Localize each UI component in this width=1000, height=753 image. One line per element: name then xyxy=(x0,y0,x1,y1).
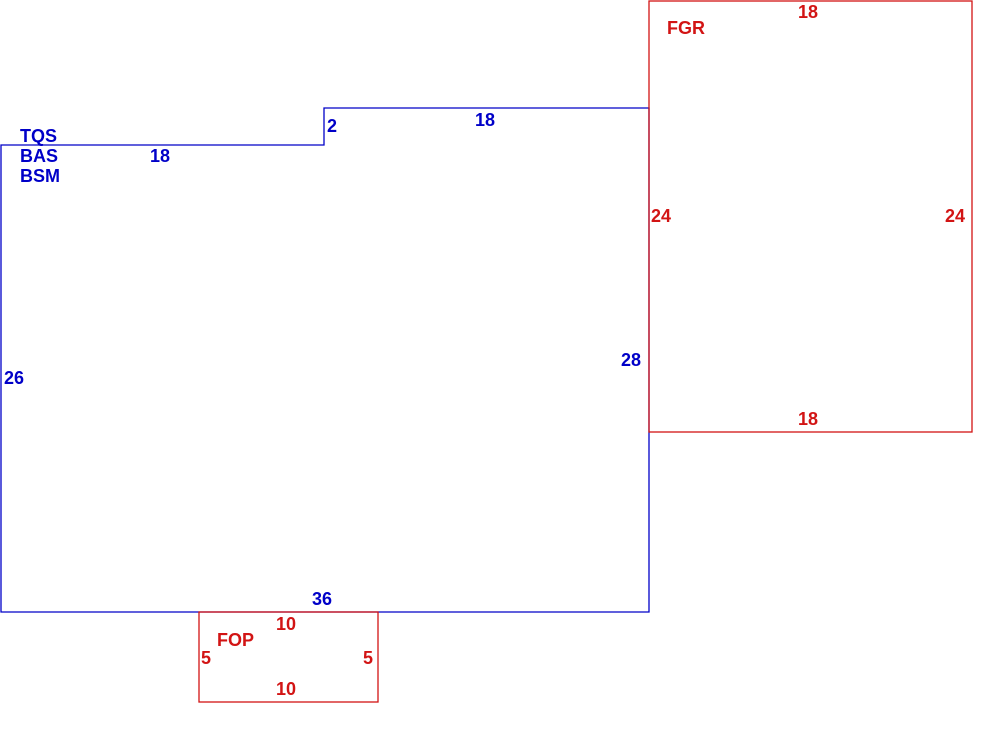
porch-outline xyxy=(198,611,379,703)
main-dim-bottom: 36 xyxy=(312,589,332,609)
main-dim-top-left: 18 xyxy=(150,146,170,166)
porch-dim-bottom: 10 xyxy=(276,679,296,699)
main-dim-top-right: 18 xyxy=(475,110,495,130)
garage-dim-left: 24 xyxy=(651,206,671,226)
garage-dim-bottom: 18 xyxy=(798,409,818,429)
main-dim-step: 2 xyxy=(327,116,337,136)
porch-code: FOP xyxy=(217,630,254,650)
area-code-bas: BAS xyxy=(20,146,58,166)
garage-dim-top: 18 xyxy=(798,2,818,22)
porch-dim-right: 5 xyxy=(363,648,373,668)
porch-dim-top: 10 xyxy=(276,614,296,634)
area-code-bsm: BSM xyxy=(20,166,60,186)
garage-outline xyxy=(648,0,973,433)
main-area-outline xyxy=(0,107,650,613)
main-dim-left: 26 xyxy=(4,368,24,388)
main-dim-right: 28 xyxy=(621,350,641,370)
garage-dim-right: 24 xyxy=(945,206,965,226)
porch-dim-left: 5 xyxy=(201,648,211,668)
garage-code: FGR xyxy=(667,18,705,38)
area-code-tqs: TQS xyxy=(20,126,57,146)
